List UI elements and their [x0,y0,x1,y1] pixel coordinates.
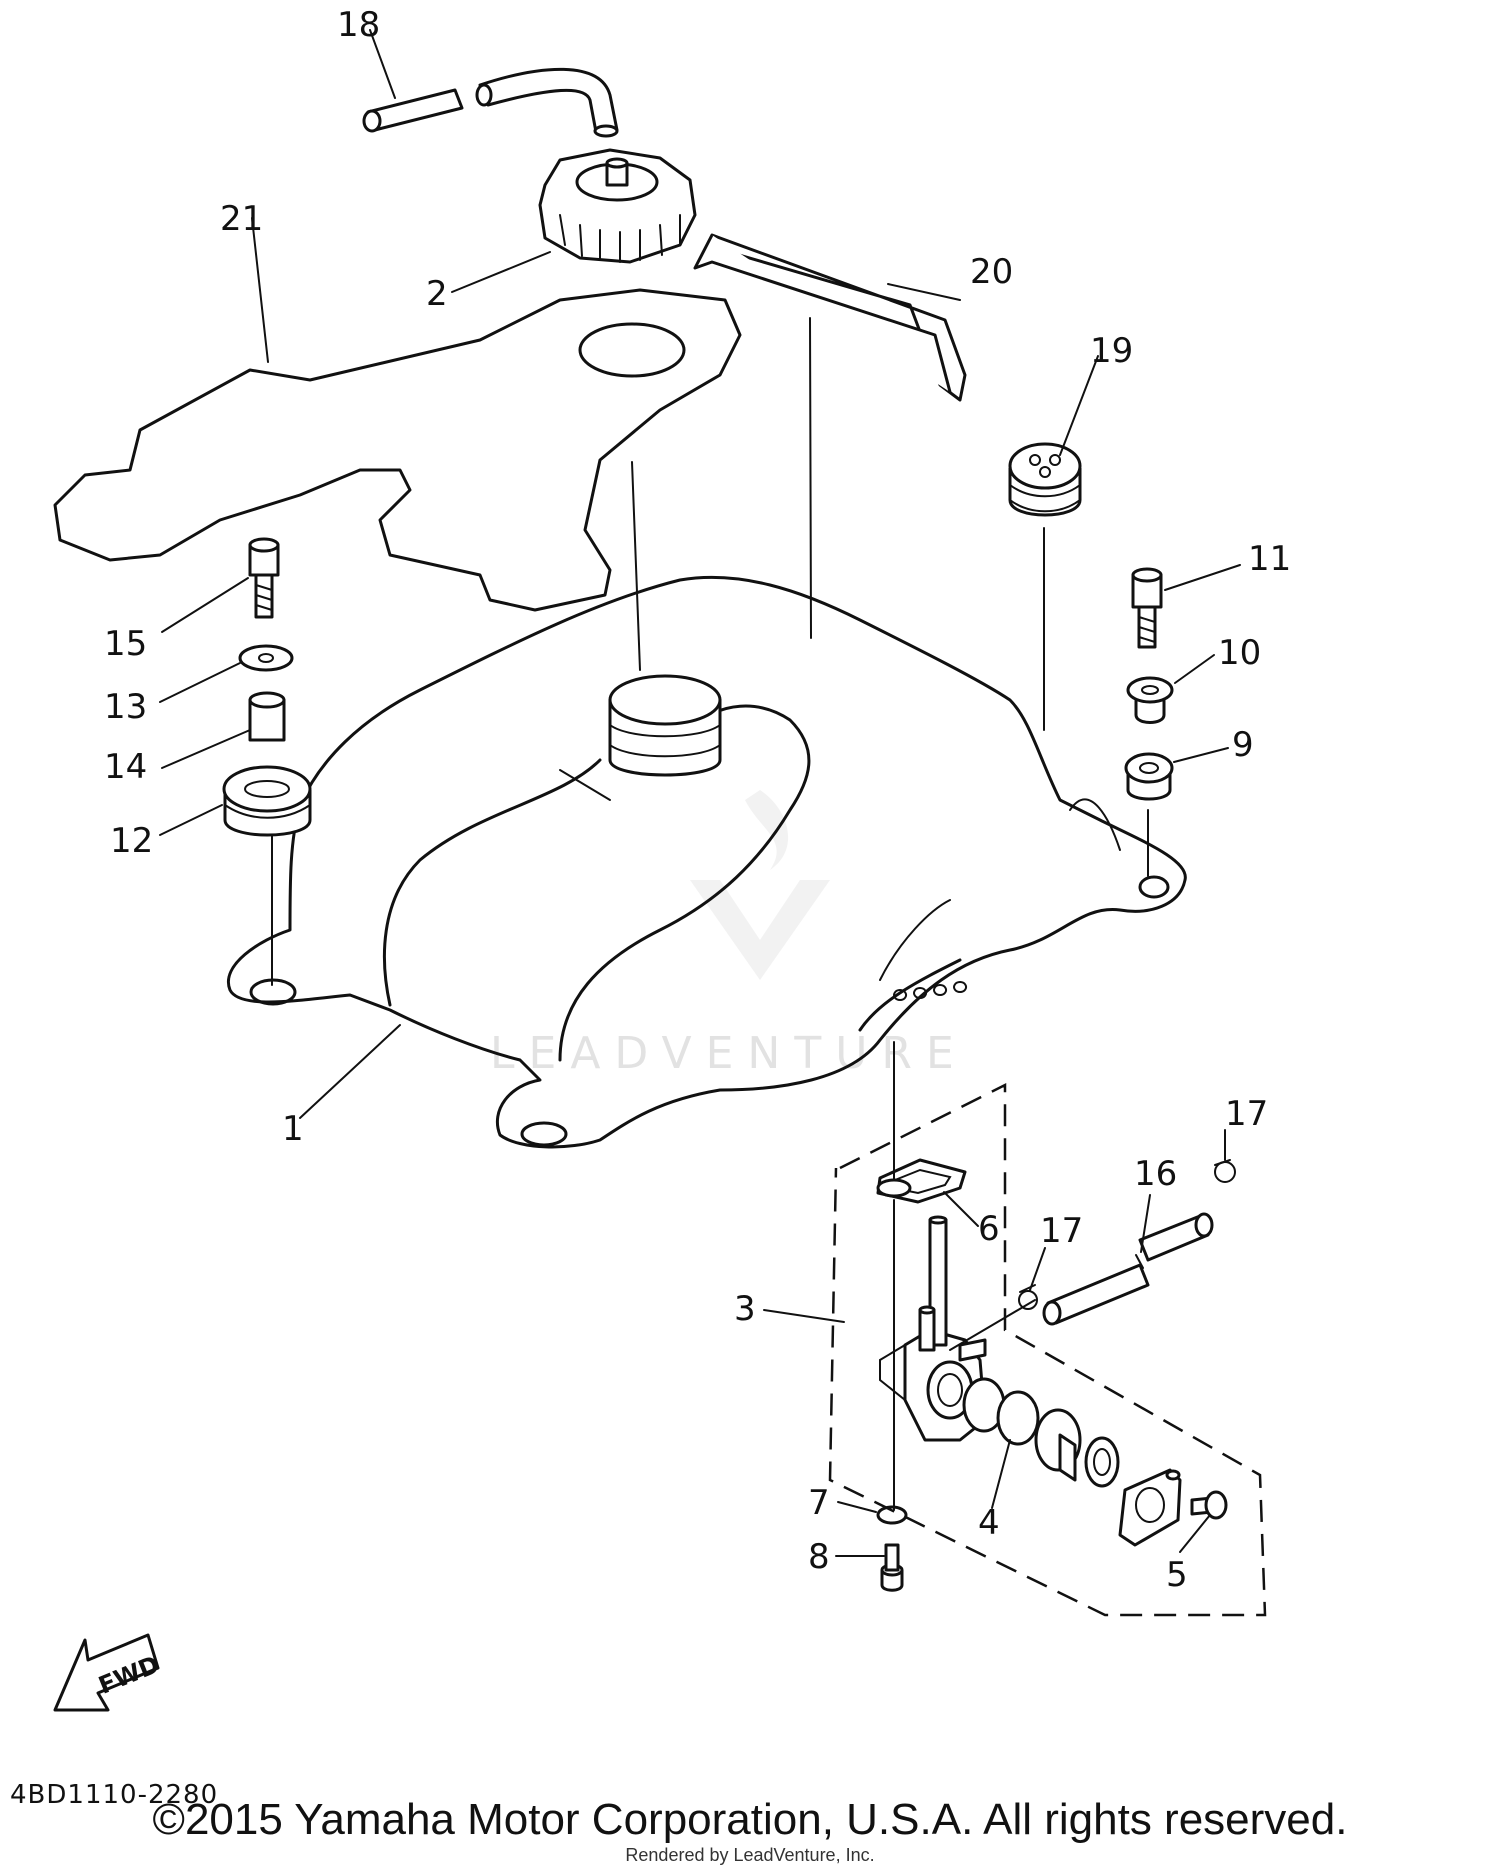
watermark-logo [690,790,830,980]
callout-10: 10 [1218,633,1261,673]
callout-14: 14 [104,747,147,787]
callout-3: 3 [734,1289,756,1329]
gasket-4 [996,1390,1040,1446]
fuel-tank [226,575,1187,1149]
callout-8: 8 [808,1537,830,1577]
fuel-hose-16 [1042,1212,1214,1326]
bolt-8 [880,1543,904,1592]
callout-17b: 17 [1040,1211,1083,1251]
callout-1: 1 [282,1109,304,1149]
callout-17a: 17 [1225,1094,1268,1134]
copyright-text: ©2015 Yamaha Motor Corporation, U.S.A. A… [152,1795,1348,1844]
callout-7: 7 [808,1483,830,1523]
callout-5: 5 [1166,1555,1188,1595]
collar-10 [1126,676,1174,724]
callout-12: 12 [110,821,153,861]
callout-13: 13 [104,687,147,727]
grommet-19 [1008,442,1082,517]
callout-4: 4 [978,1503,1000,1543]
tank-pad [693,233,967,402]
rendered-by-text: Rendered by LeadVenture, Inc. [625,1845,875,1865]
bolt-11 [1131,567,1163,649]
watermark-text: LEADVENTURE [490,1028,968,1079]
callout-19: 19 [1090,331,1133,371]
callout-9: 9 [1232,725,1254,765]
callout-15: 15 [104,624,147,664]
clip-17b [1018,1284,1038,1310]
fuel-cock-assembly-box [828,1082,1267,1617]
grommet-12 [222,765,312,837]
callout-2: 2 [426,274,448,314]
callout-20: 20 [970,252,1013,292]
washer-13 [238,644,294,672]
callout-21: 21 [220,199,263,239]
fuel-cap [538,148,697,264]
callout-11: 11 [1248,539,1291,579]
callout-18: 18 [337,5,380,45]
heat-shield [53,288,742,612]
fwd-arrow-icon: FWD [53,1633,163,1712]
cover-plate [1118,1468,1182,1547]
collar-14 [248,691,286,742]
diagram-code: 4BD1110-2280 [10,1780,219,1810]
lever [1034,1408,1120,1488]
leader-lines [159,29,1241,1557]
breather-hose [362,67,619,138]
washer-7 [876,1505,908,1525]
bolt-15 [248,537,280,619]
shield-hole [578,322,686,378]
grommet-9 [1124,752,1174,801]
callout-6: 6 [978,1209,1000,1249]
oring-6 [876,1178,912,1198]
callout-16: 16 [1134,1154,1177,1194]
clip-17a [1214,1159,1236,1183]
screw-5 [1190,1490,1228,1520]
